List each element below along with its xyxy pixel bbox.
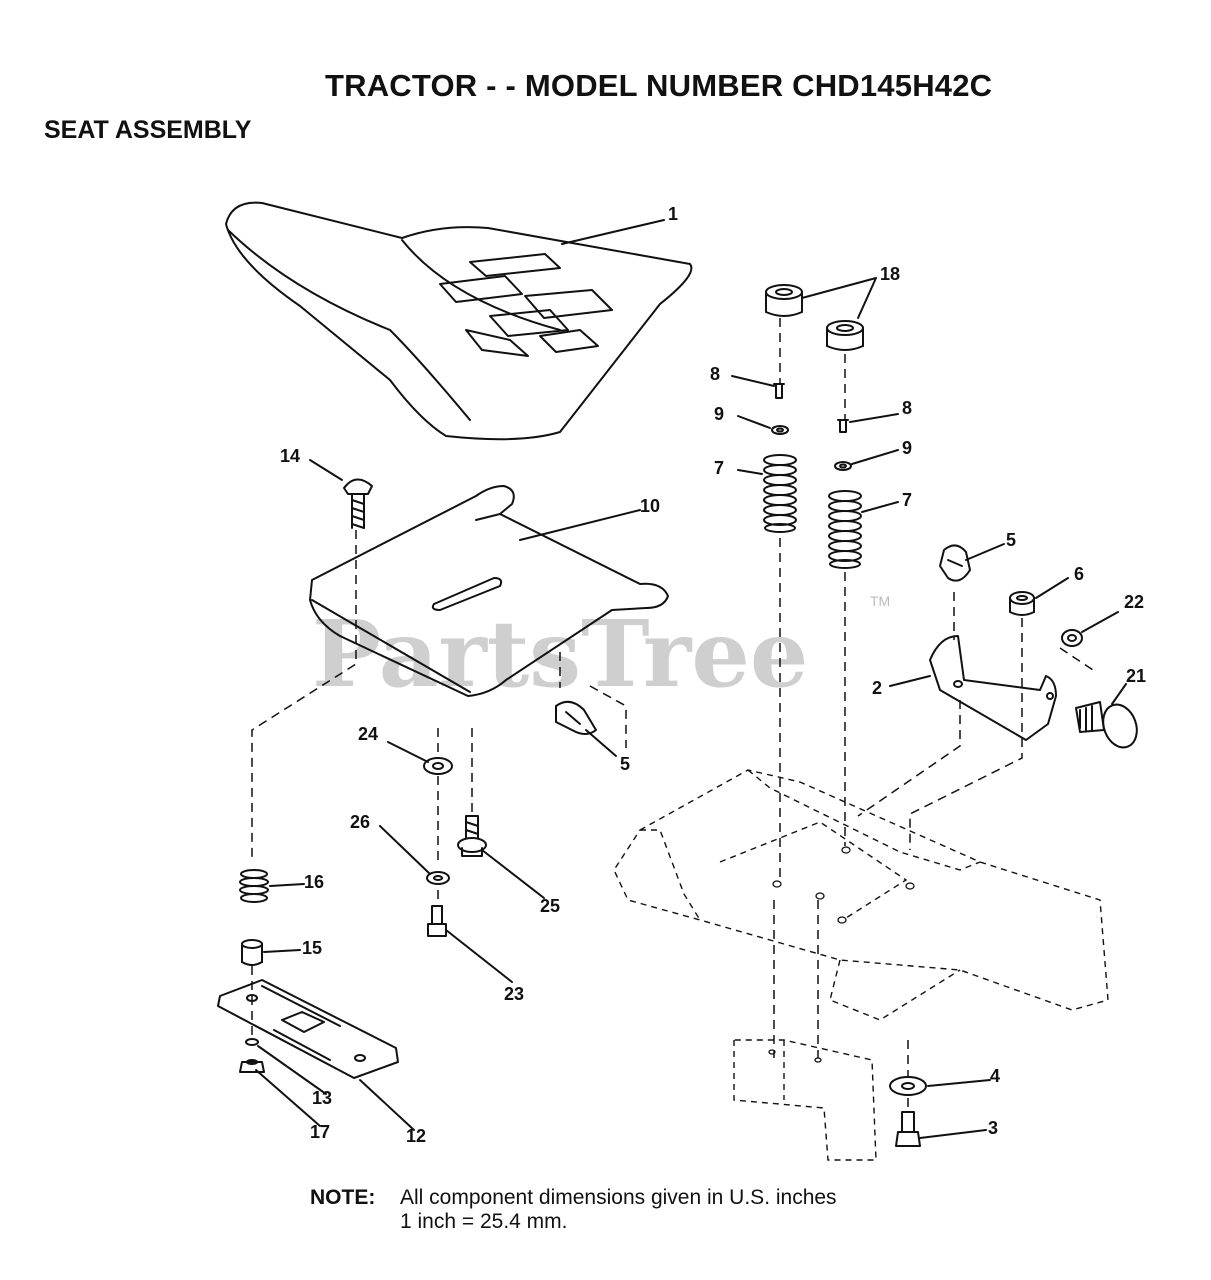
nut-17-part	[239, 1059, 265, 1073]
callout-8-right: 8	[902, 398, 912, 418]
callout-21: 21	[1126, 666, 1146, 686]
callout-22: 22	[1124, 592, 1144, 612]
callout-25: 25	[540, 896, 560, 916]
callout-16: 16	[304, 872, 324, 892]
washer-9-right-part	[834, 461, 852, 471]
pin-8-right-part	[837, 419, 849, 433]
seat-clip-right-part	[939, 544, 971, 582]
callout-4: 4	[990, 1066, 1000, 1086]
callout-leaders	[255, 219, 1127, 1139]
bumper-18-right-part	[826, 320, 864, 351]
page-title: TRACTOR - - MODEL NUMBER CHD145H42C	[325, 68, 993, 103]
bolt-3-part	[895, 1111, 921, 1147]
callout-10: 10	[640, 496, 660, 516]
callout-17: 17	[310, 1122, 330, 1142]
spring-7-left-part	[763, 454, 797, 533]
callout-24: 24	[358, 724, 378, 744]
washer-9-left-part	[771, 425, 789, 435]
bumper-18-left-part	[765, 284, 803, 317]
washer-4-part	[889, 1076, 927, 1096]
callout-6: 6	[1074, 564, 1084, 584]
dimension-note: NOTE: All component dimensions given in U…	[310, 1186, 837, 1234]
callout-9-left: 9	[714, 404, 724, 424]
tractor-frame	[613, 769, 1109, 1161]
callout-3: 3	[988, 1118, 998, 1138]
spacer-15-part	[241, 939, 263, 966]
knob-21-part	[1075, 701, 1138, 749]
callout-26: 26	[350, 812, 370, 832]
callout-15: 15	[302, 938, 322, 958]
note-line-1: All component dimensions given in U.S. i…	[400, 1186, 837, 1209]
callout-13: 13	[312, 1088, 332, 1108]
washer-13-part	[245, 1038, 259, 1046]
slide-plate-part	[217, 979, 399, 1079]
carriage-bolt-part	[343, 478, 373, 529]
pin-8-left-part	[773, 383, 785, 399]
note-label: NOTE:	[310, 1186, 376, 1209]
bolt-23-part	[427, 905, 447, 937]
note-text: All component dimensions given in U.S. i…	[400, 1186, 837, 1234]
callout-2: 2	[872, 678, 882, 698]
washer-22-part	[1061, 629, 1083, 647]
callout-1: 1	[668, 204, 678, 224]
callout-9-right: 9	[902, 438, 912, 458]
lock-washer-26-part	[426, 871, 450, 885]
section-title: SEAT ASSEMBLY	[44, 116, 252, 144]
callout-7-right: 7	[902, 490, 912, 510]
callout-23: 23	[504, 984, 524, 1004]
callout-labels: 1 18 8 8 9 9 7 7 14 10 5 6 22 21 2 24 5 …	[280, 204, 1146, 1146]
seat-pan-part	[309, 485, 669, 697]
bracket-2-part	[929, 635, 1057, 741]
washer-24-part	[423, 757, 453, 775]
callout-5-left: 5	[620, 754, 630, 774]
callout-7-left: 7	[714, 458, 724, 478]
callout-8-left: 8	[710, 364, 720, 384]
spring-16-part	[239, 869, 269, 903]
nut-6-part	[1009, 591, 1035, 616]
bolt-25-part	[457, 815, 487, 857]
callout-14: 14	[280, 446, 300, 466]
callout-12: 12	[406, 1126, 426, 1146]
frame-holes	[768, 846, 915, 1063]
callout-18: 18	[880, 264, 900, 284]
seat-part	[225, 201, 693, 441]
seat-clip-left-part	[555, 700, 597, 735]
assembly-guides	[251, 318, 1097, 1112]
watermark-trademark: TM	[870, 593, 890, 609]
spring-7-right-part	[828, 490, 862, 569]
note-line-2: 1 inch = 25.4 mm.	[400, 1210, 568, 1233]
callout-5-right: 5	[1006, 530, 1016, 550]
